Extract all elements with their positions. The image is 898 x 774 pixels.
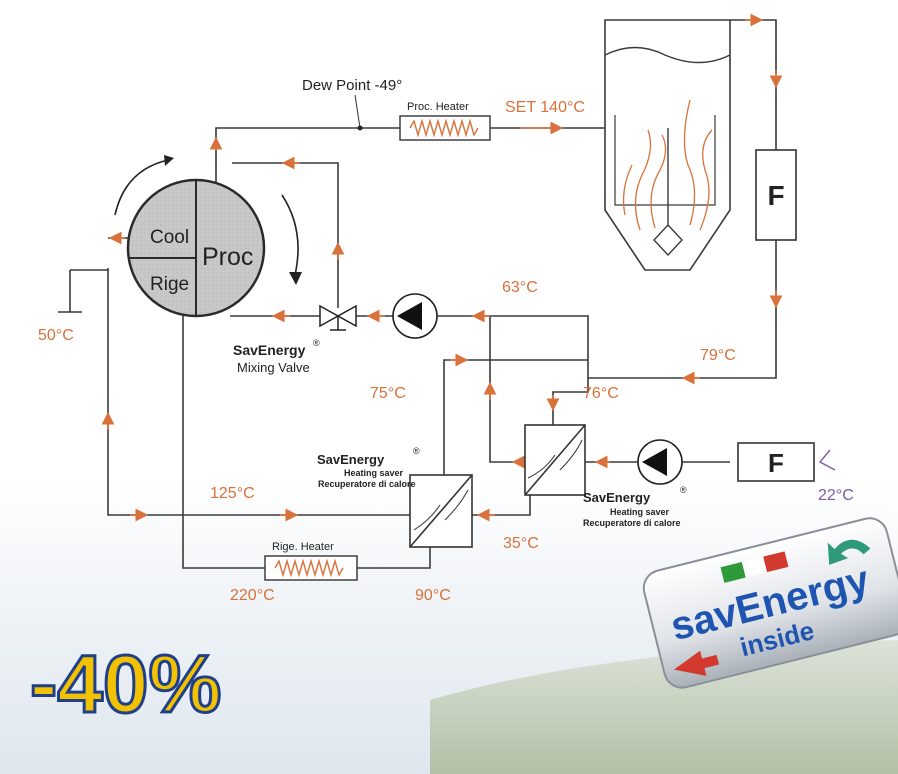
recuperator-right [524, 424, 586, 496]
wheel-rige-label: Rige [150, 274, 189, 295]
recup-left-brand: SavEnergy [317, 452, 385, 467]
svg-text:63°C: 63°C [502, 279, 538, 296]
recup-right-brand: SavEnergy [583, 490, 651, 505]
svg-text:Heating saver: Heating saver [344, 468, 404, 478]
filter-fresh: F [737, 442, 815, 482]
pipe-rige-heater-out [357, 545, 431, 569]
svg-text:90°C: 90°C [415, 587, 451, 604]
background-field [430, 640, 898, 774]
set-temp-label: SET 140°C [505, 99, 585, 116]
svg-text:75°C: 75°C [370, 385, 406, 402]
pump-return [392, 293, 438, 339]
svg-text:76°C: 76°C [583, 385, 619, 402]
pipe-hopper-return [730, 19, 777, 150]
pipe-rige-inlet [107, 268, 410, 516]
svg-text:F: F [767, 180, 784, 211]
proc-heater-label: Proc. Heater [407, 101, 469, 113]
svg-text:Recuperatore di calore: Recuperatore di calore [318, 479, 416, 489]
pipe-75-loop [443, 359, 588, 475]
svg-text:®: ® [680, 485, 687, 495]
rige-heater-label: Rige. Heater [272, 541, 334, 553]
svg-text:Recuperatore di calore: Recuperatore di calore [583, 518, 681, 528]
mixing-valve-desc: Mixing Valve [237, 360, 310, 375]
pipe-rige-heater-in [182, 308, 265, 569]
svg-text:220°C: 220°C [230, 587, 275, 604]
svg-text:22°C: 22°C [818, 487, 854, 504]
savenergy-logo: savEnergy inside [642, 517, 898, 689]
pipe-35 [472, 490, 531, 516]
hopper [604, 19, 731, 271]
rotation-arrow-icon-2 [281, 194, 299, 276]
recuperator-left [409, 474, 473, 548]
dew-point-label: Dew Point -49° [302, 77, 402, 94]
flow-arrows [101, 13, 783, 522]
red-arrow-icon [673, 650, 720, 676]
svg-text:®: ® [413, 446, 420, 456]
pipe-recup-right-in [489, 316, 525, 463]
svg-text:79°C: 79°C [700, 347, 736, 364]
rotation-arrow-icon [114, 159, 169, 216]
svg-text:50°C: 50°C [38, 327, 74, 344]
mixing-valve-brand: SavEnergy [233, 342, 306, 358]
mixing-valve [319, 304, 357, 331]
green-arrow-icon [827, 539, 871, 565]
saving-text: -40% [30, 639, 221, 730]
svg-text:Heating saver: Heating saver [610, 507, 670, 517]
svg-text:®: ® [313, 338, 320, 348]
process-heater: Proc. Heater [399, 101, 491, 141]
saving-badge: -40% [29, 638, 223, 732]
wheel-proc-label: Proc [202, 243, 253, 271]
svg-text:125°C: 125°C [210, 485, 255, 502]
svg-text:F: F [768, 448, 784, 478]
filter-top: F [755, 149, 797, 241]
wheel-cool-label: Cool [150, 227, 189, 248]
desiccant-wheel: Cool Rige Proc [114, 155, 302, 318]
svg-text:35°C: 35°C [503, 535, 539, 552]
rige-heater: Rige. Heater [264, 541, 358, 581]
temperature-labels: 63°C 79°C 76°C 75°C 50°C 125°C 35°C 22°C… [38, 279, 854, 604]
pipe-filter-return [588, 240, 777, 379]
pump-fresh [637, 439, 683, 485]
